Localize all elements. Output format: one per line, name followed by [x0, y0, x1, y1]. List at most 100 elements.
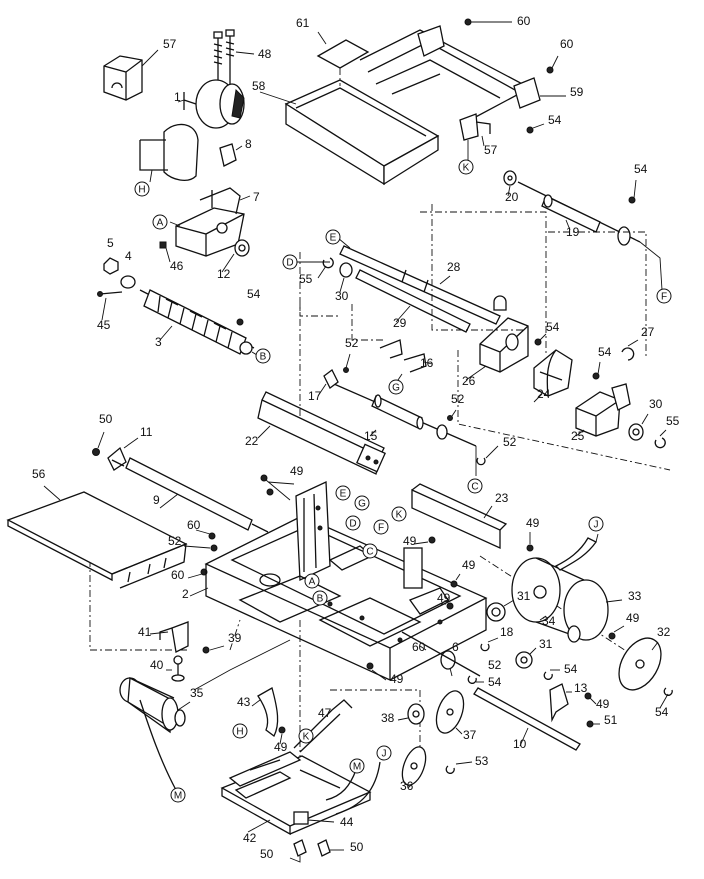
ref-marker: C: [471, 482, 478, 493]
part-label: 50: [99, 412, 113, 426]
part-label: 57: [484, 143, 498, 157]
part-label: 56: [32, 467, 46, 481]
part-label: 36: [400, 779, 414, 793]
part-label: 54: [564, 662, 578, 676]
shaft-28: [337, 237, 501, 325]
part-label: 47: [318, 706, 332, 720]
ref-marker: F: [661, 292, 667, 303]
part-label: 54: [655, 705, 669, 719]
part-label: 22: [245, 434, 259, 448]
frame-59: [359, 18, 566, 121]
part-label: 27: [641, 325, 655, 339]
ref-marker: M: [353, 762, 361, 773]
part-label: 54: [634, 162, 648, 176]
ref-marker: D: [286, 258, 293, 269]
part-label: 1: [174, 90, 181, 104]
part-label: 49: [526, 516, 540, 530]
foot-40: [166, 655, 185, 682]
part-label: 60: [517, 14, 531, 28]
part-label: 51: [604, 713, 618, 727]
part-label: 61: [296, 16, 310, 30]
part-label: 54: [598, 345, 612, 359]
part-label: 25: [571, 429, 585, 443]
ref-marker: A: [309, 577, 316, 588]
part-label: 31: [517, 589, 531, 603]
screws-49-group: [278, 532, 625, 745]
part-label: 19: [566, 225, 580, 239]
part-label: 43: [237, 695, 251, 709]
part-label: 18: [500, 625, 514, 639]
ref-marker: C: [366, 547, 373, 558]
part-label: 48: [258, 47, 272, 61]
ref-marker: E: [330, 233, 337, 244]
part-label: 55: [299, 272, 313, 286]
screws-50-bottom: [289, 839, 344, 863]
part-label: 46: [170, 259, 184, 273]
part-label: 54: [488, 675, 502, 689]
shaft-10: [473, 687, 581, 751]
block-8: [219, 143, 243, 167]
part-label: 42: [243, 831, 257, 845]
part-label: 7: [253, 190, 260, 204]
reference-markers: H A K D E F B G C E G D F K J C A B H K …: [134, 159, 672, 803]
part-label: 37: [463, 728, 477, 742]
part-label: 15: [364, 429, 378, 443]
part-label: 49: [596, 697, 610, 711]
part-label: 39: [228, 631, 242, 645]
part-label: 60: [171, 568, 185, 582]
screw-46: [159, 241, 171, 263]
cable-47: [293, 699, 353, 753]
part-label: 53: [475, 754, 489, 768]
base-42: [220, 751, 372, 836]
part-label: 34: [542, 614, 556, 628]
part-label: 11: [140, 425, 153, 439]
roller-3: [139, 289, 263, 359]
part-label: 41: [138, 625, 152, 639]
part-label: 49: [390, 672, 404, 686]
ref-marker: M: [174, 791, 182, 802]
part-label: 17: [308, 389, 322, 403]
ref-marker: H: [138, 185, 145, 196]
part-label: 54: [548, 113, 562, 127]
part-label: 50: [350, 840, 364, 854]
part-label: 9: [153, 493, 160, 507]
part-label: 16: [420, 356, 434, 370]
part-label: 31: [539, 637, 553, 651]
cable-j-m: [325, 761, 381, 815]
latch-57b: [459, 113, 491, 160]
paper-guide-56: [6, 485, 188, 589]
holder-25: [575, 339, 639, 437]
part-label: 40: [150, 658, 164, 672]
washer-30b-clip-55b: [628, 413, 667, 449]
motor-1: [177, 79, 245, 129]
ref-marker: G: [358, 499, 366, 510]
ref-marker: J: [594, 520, 599, 531]
part-label: 33: [628, 589, 642, 603]
part-label: 58: [252, 79, 266, 93]
washer-20: [503, 170, 517, 197]
part-label: 23: [495, 491, 509, 505]
ref-marker: K: [303, 732, 310, 743]
part-label: 29: [393, 316, 407, 330]
cover-57: [103, 49, 159, 101]
part-label: 3: [155, 335, 162, 349]
holder-26: [465, 295, 529, 381]
part-label: 49: [437, 591, 451, 605]
block-44: [293, 811, 335, 825]
ref-marker: K: [463, 163, 470, 174]
part-label: 38: [381, 711, 395, 725]
screws-60-52: [183, 474, 295, 579]
part-label: 12: [217, 267, 231, 281]
guide-16: [379, 339, 433, 381]
part-label: 2: [182, 587, 189, 601]
part-label: 24: [537, 387, 551, 401]
roller-19: [517, 179, 663, 291]
part-label: 49: [462, 558, 476, 572]
part-label: 52: [488, 658, 502, 672]
ref-marker: B: [317, 594, 324, 605]
bracket-41: [149, 621, 189, 653]
main-frame-2: [189, 481, 488, 682]
part-label: 49: [403, 534, 417, 548]
ref-marker: J: [382, 749, 387, 760]
